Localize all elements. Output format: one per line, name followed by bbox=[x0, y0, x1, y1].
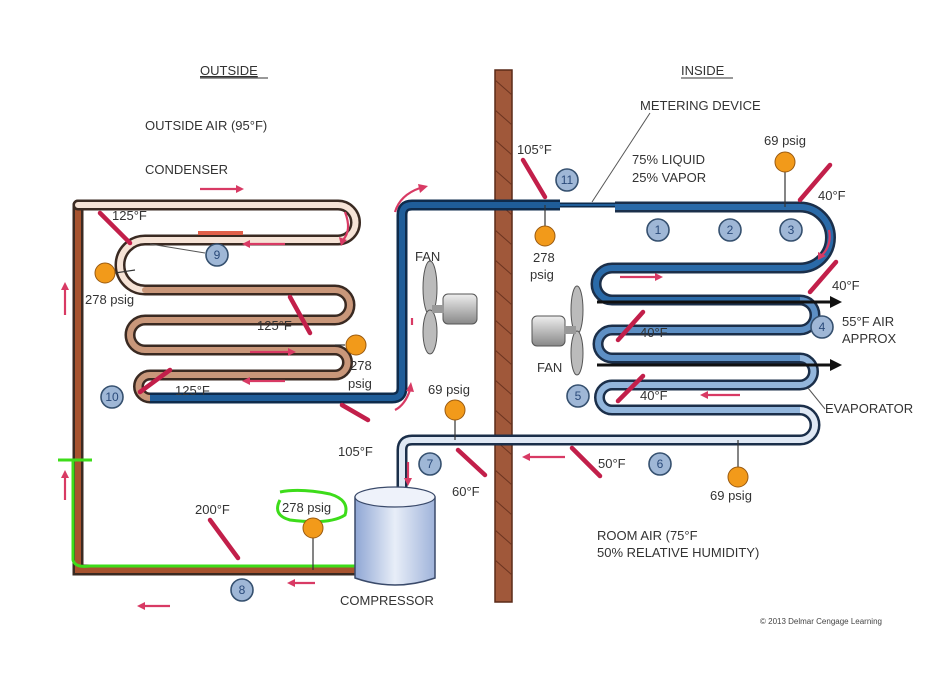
svg-text:psig: psig bbox=[348, 376, 372, 391]
evaporator-fan-icon bbox=[531, 285, 584, 376]
svg-text:5: 5 bbox=[575, 389, 582, 403]
svg-text:25% VAPOR: 25% VAPOR bbox=[632, 170, 706, 185]
marker-5: 5 bbox=[566, 384, 590, 408]
svg-text:200°F: 200°F bbox=[195, 502, 230, 517]
svg-text:FAN: FAN bbox=[537, 360, 562, 375]
evaporator-coil bbox=[396, 201, 836, 488]
svg-text:55°F AIR: 55°F AIR bbox=[842, 314, 894, 329]
condenser-fan-icon bbox=[422, 260, 478, 355]
svg-text:50°F: 50°F bbox=[598, 456, 626, 471]
pressure-gauges bbox=[94, 151, 796, 570]
marker-1: 1 bbox=[646, 218, 670, 242]
svg-text:FAN: FAN bbox=[415, 249, 440, 264]
air-flow-arrows bbox=[597, 296, 842, 371]
wall bbox=[494, 69, 513, 603]
svg-text:8: 8 bbox=[239, 583, 246, 597]
svg-text:9: 9 bbox=[214, 248, 221, 262]
svg-text:278: 278 bbox=[350, 358, 372, 373]
svg-text:69 psig: 69 psig bbox=[710, 488, 752, 503]
svg-text:ROOM AIR (75°F: ROOM AIR (75°F bbox=[597, 528, 698, 543]
condenser-coil bbox=[72, 199, 361, 576]
thermometers bbox=[97, 157, 839, 561]
svg-text:278 psig: 278 psig bbox=[282, 500, 331, 515]
svg-text:69 psig: 69 psig bbox=[428, 382, 470, 397]
labels: OUTSIDE INSIDE OUTSIDE AIR (95°F) CONDEN… bbox=[85, 63, 913, 626]
marker-8: 8 bbox=[230, 578, 254, 602]
marker-4: 4 bbox=[810, 315, 834, 339]
copyright: © 2013 Delmar Cengage Learning bbox=[760, 617, 882, 626]
state-markers: 1 2 3 4 5 6 7 8 9 10 11 bbox=[100, 168, 834, 602]
marker-7: 7 bbox=[418, 452, 442, 476]
svg-text:psig: psig bbox=[530, 267, 554, 282]
marker-10: 10 bbox=[100, 385, 124, 409]
marker-3: 3 bbox=[779, 218, 803, 242]
svg-text:40°F: 40°F bbox=[640, 325, 668, 340]
highlight-annotation bbox=[58, 458, 360, 568]
svg-text:APPROX: APPROX bbox=[842, 331, 897, 346]
svg-text:125°F: 125°F bbox=[257, 318, 292, 333]
svg-text:50% RELATIVE HUMIDITY): 50% RELATIVE HUMIDITY) bbox=[597, 545, 759, 560]
svg-text:278: 278 bbox=[533, 250, 555, 265]
marker-11: 11 bbox=[555, 168, 579, 192]
svg-text:EVAPORATOR: EVAPORATOR bbox=[825, 401, 913, 416]
svg-text:105°F: 105°F bbox=[517, 142, 552, 157]
svg-text:4: 4 bbox=[819, 320, 826, 334]
liquid-line bbox=[150, 199, 615, 404]
marker-9: 9 bbox=[205, 243, 229, 267]
svg-text:3: 3 bbox=[788, 223, 795, 237]
svg-text:11: 11 bbox=[561, 173, 574, 187]
compressor bbox=[354, 486, 436, 586]
svg-text:69 psig: 69 psig bbox=[764, 133, 806, 148]
svg-text:278 psig: 278 psig bbox=[85, 292, 134, 307]
svg-text:75% LIQUID: 75% LIQUID bbox=[632, 152, 705, 167]
svg-text:2: 2 bbox=[727, 223, 734, 237]
svg-text:125°F: 125°F bbox=[112, 208, 147, 223]
svg-text:125°F: 125°F bbox=[175, 383, 210, 398]
svg-text:CONDENSER: CONDENSER bbox=[145, 162, 228, 177]
svg-text:60°F: 60°F bbox=[452, 484, 480, 499]
outside-heading: OUTSIDE bbox=[200, 63, 258, 78]
svg-text:40°F: 40°F bbox=[640, 388, 668, 403]
marker-2: 2 bbox=[718, 218, 742, 242]
svg-text:COMPRESSOR: COMPRESSOR bbox=[340, 593, 434, 608]
svg-text:METERING DEVICE: METERING DEVICE bbox=[640, 98, 761, 113]
svg-text:40°F: 40°F bbox=[832, 278, 860, 293]
marker-6: 6 bbox=[648, 452, 672, 476]
svg-text:6: 6 bbox=[657, 457, 664, 471]
svg-text:40°F: 40°F bbox=[818, 188, 846, 203]
refrigerant-flow-arrows bbox=[61, 184, 831, 610]
svg-text:1: 1 bbox=[655, 223, 662, 237]
svg-text:7: 7 bbox=[427, 457, 434, 471]
inside-heading: INSIDE bbox=[681, 63, 725, 78]
svg-text:OUTSIDE AIR (95°F): OUTSIDE AIR (95°F) bbox=[145, 118, 267, 133]
svg-text:105°F: 105°F bbox=[338, 444, 373, 459]
svg-text:10: 10 bbox=[105, 390, 119, 404]
